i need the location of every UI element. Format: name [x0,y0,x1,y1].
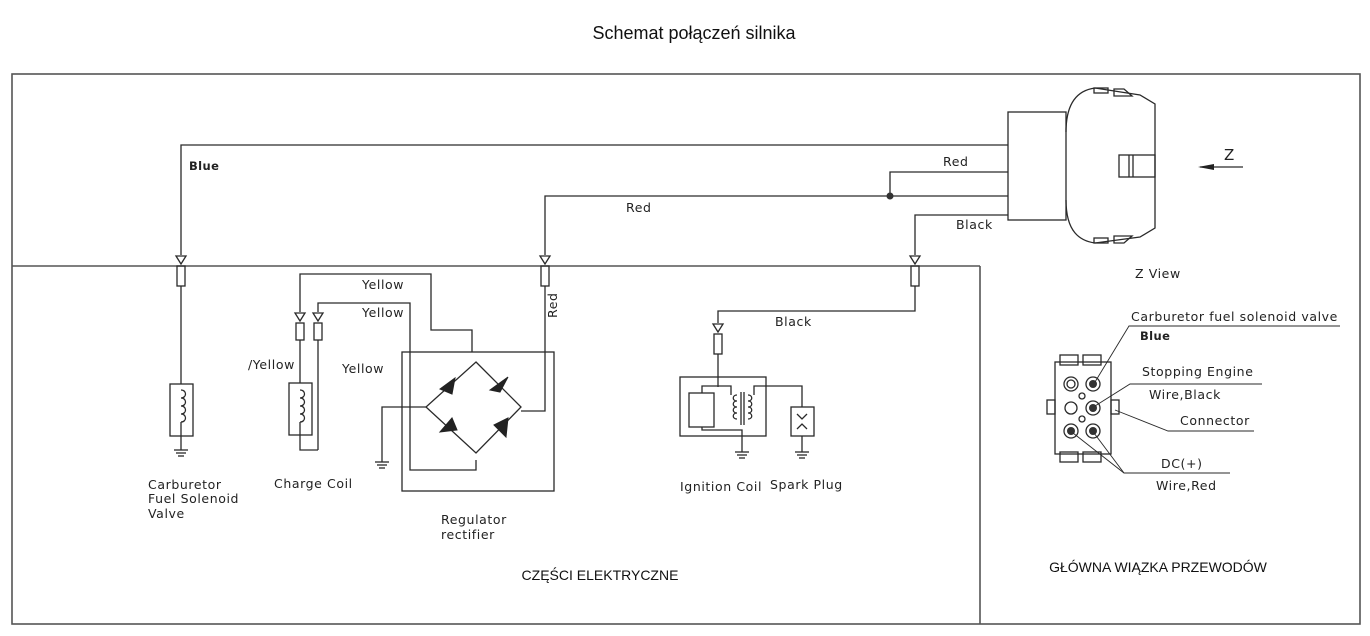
wire-label-yellow-3: Yellow [341,361,384,376]
engine-connector [1007,87,1156,244]
wire-label-yellow-2: Yellow [361,305,404,320]
carburetor-solenoid [169,286,194,457]
regulator-rectifier [375,286,555,492]
section-main-harness: GŁÓWNA WIĄZKA PRZEWODÓW [1049,559,1268,575]
wire-label-red-mid: Red [626,200,652,215]
callout-dc-wire: Wire,Red [1156,478,1217,493]
diode-icon [488,376,509,393]
harness-callout-lines [1072,325,1340,474]
diagram-title: Schemat połączeń silnika [592,23,796,43]
callout-carb-valve: Carburetor fuel solenoid valve [1131,309,1338,324]
callout-dc: DC(+) [1161,456,1203,471]
callout-carb-color: Blue [1140,329,1170,343]
wire-label-red-top: Red [943,154,969,169]
regulator-label-line1: Regulator [441,512,507,527]
carburetor-label-line2: Fuel Solenoid [148,491,239,506]
wire-connector-blue [174,255,188,287]
wire-connector-black [908,255,922,287]
diode-icon [493,417,509,439]
wire-connector-red [538,255,552,287]
wire-label-yellow-slash: /Yellow [248,357,295,372]
wire-label-black-top: Black [956,217,993,232]
harness-connector-face [1046,354,1120,463]
ignition-coil [679,286,916,459]
regulator-label-line2: rectifier [441,527,495,542]
spark-plug-label: Spark Plug [770,477,843,492]
wire-label-blue: Blue [189,159,219,173]
carburetor-label-line3: Valve [148,506,185,521]
wire-label-red-vertical: Red [545,292,560,318]
diode-icon [438,376,456,395]
ignition-coil-label: Ignition Coil [680,479,762,494]
diode-icon [438,417,458,433]
harness-wires [180,144,1008,255]
carburetor-label-line1: Carburetor [148,477,222,492]
callout-connector: Connector [1180,413,1250,428]
view-arrow-label: Z [1224,146,1235,164]
spark-plug [790,406,815,459]
outer-frame [11,73,1361,625]
view-arrow-icon [1198,164,1243,170]
callout-stopping-engine: Stopping Engine [1142,364,1254,379]
wire-label-yellow-1: Yellow [361,277,404,292]
charge-coil-label: Charge Coil [274,476,353,491]
z-view-label: Z View [1135,266,1181,281]
callout-stopping-wire: Wire,Black [1149,387,1221,402]
section-electrical-parts: CZĘŚCI ELEKTRYCZNE [522,566,679,583]
charge-coil [288,273,477,471]
wire-label-black-ignition: Black [775,314,812,329]
